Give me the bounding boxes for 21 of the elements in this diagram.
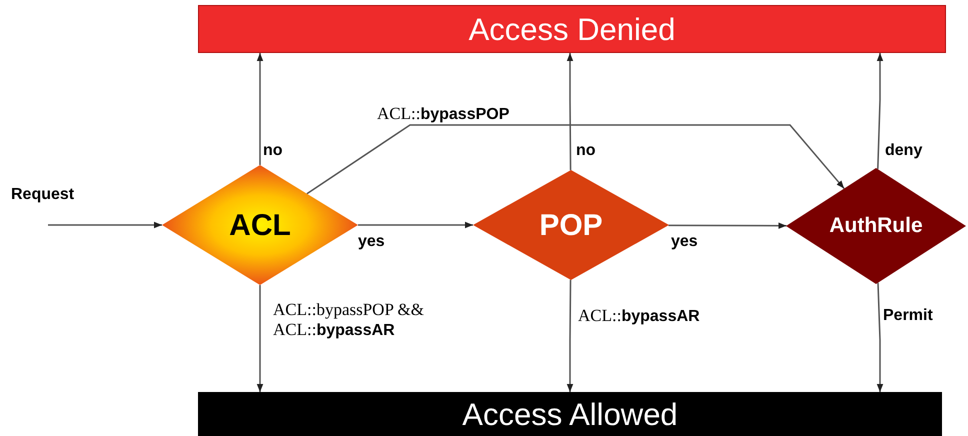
outcome-label: Access Denied [468, 14, 676, 44]
outcome-bar [198, 5, 946, 53]
decision-label: POP [539, 208, 603, 244]
arrow [256, 285, 264, 392]
edge-label: Request [10, 185, 76, 204]
arrow [566, 280, 574, 392]
decision-label: ACL [229, 208, 291, 244]
arrow [876, 53, 884, 170]
decision-label: AuthRule [829, 213, 923, 240]
arrow [668, 222, 786, 229]
edge-label: ACL::bypassPOP [376, 104, 510, 124]
arrow [358, 222, 473, 228]
edge-label: ACL::bypassAR [577, 306, 701, 326]
arrow [256, 53, 264, 165]
arrow [306, 124, 845, 194]
edge-label: deny [884, 141, 924, 160]
arrow [48, 222, 162, 228]
arrow [566, 53, 574, 170]
arrow [876, 282, 884, 392]
outcome-bar [198, 392, 942, 436]
outcome-label: Access Allowed [462, 398, 678, 430]
